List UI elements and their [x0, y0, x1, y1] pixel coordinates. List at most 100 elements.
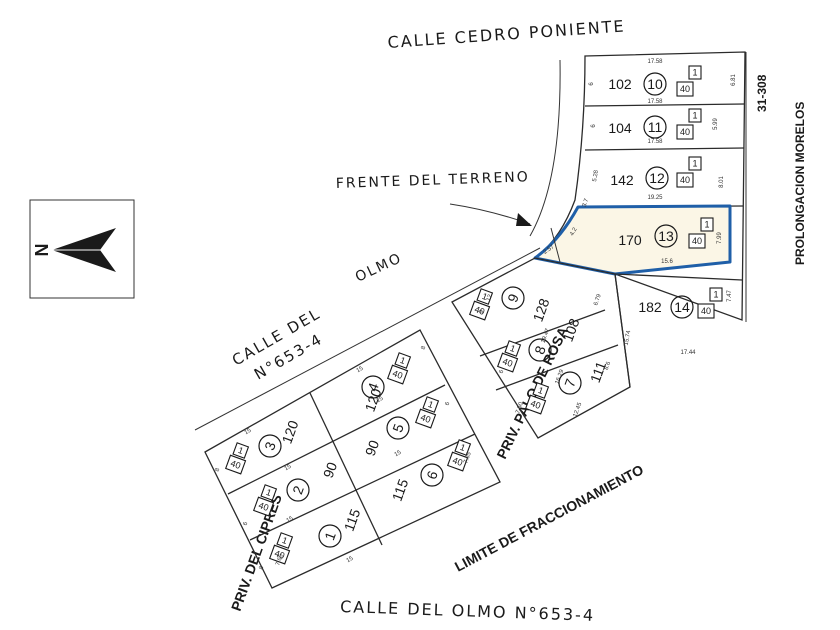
lot-boxes: 140 — [224, 442, 250, 475]
lot-box-top — [232, 442, 250, 459]
lot-area: 128 — [529, 296, 552, 324]
lot-dimension: 6 — [445, 401, 452, 407]
lot-area: 111 — [587, 359, 609, 385]
lot-box-bottom-text: 40 — [451, 455, 464, 468]
lot-box-top — [276, 532, 294, 549]
lot-dimension: 9 — [479, 309, 486, 315]
lot-box-top — [688, 156, 702, 171]
lower-block — [204, 329, 501, 589]
lot-box-bottom-text: 40 — [473, 304, 486, 317]
lot-dimension: 15.6 — [661, 259, 673, 265]
lot-box-bottom-text: 40 — [419, 412, 432, 425]
lot-number-circle — [654, 224, 678, 248]
lot-dimension: 15 — [286, 515, 295, 524]
lot-box-bottom-text: 40 — [391, 368, 404, 381]
lot-box-bottom — [414, 408, 437, 429]
lot-box-bottom — [676, 172, 694, 188]
lot-box-bottom — [688, 233, 706, 249]
lot-box-top-text: 1 — [537, 385, 545, 396]
lot-box-bottom — [676, 124, 694, 140]
lot-boxes: 140 — [524, 382, 550, 415]
lot-box-top — [688, 65, 702, 80]
lot-box-top — [394, 352, 412, 369]
lot-number: 5 — [389, 421, 407, 434]
lot-box-bottom-text: 40 — [680, 127, 690, 137]
lot-box-bottom — [496, 352, 519, 373]
lot-boxes: 140 — [676, 108, 702, 140]
lot-area: 120 — [278, 418, 301, 446]
lot-area: 90 — [320, 460, 340, 480]
lot-boxes: 140 — [414, 396, 440, 429]
lot-box-bottom-text: 40 — [229, 458, 242, 471]
lot-dimension: 16.29 — [555, 368, 566, 385]
frente-annotation: FRENTE DEL TERRENO — [336, 169, 530, 192]
lot-dimension: 12.45 — [573, 401, 584, 418]
lot-13-highlight — [533, 204, 732, 276]
lot-box-top-text: 1 — [237, 445, 245, 456]
lot-number-circle — [643, 115, 667, 139]
lot-boxes: 140 — [697, 287, 723, 319]
lot-number: 12 — [649, 170, 665, 186]
lot-number: 14 — [674, 299, 690, 315]
lot-number-circle — [645, 166, 669, 190]
lot-boxes: 140 — [496, 340, 522, 373]
lot-box-top-text: 1 — [692, 159, 697, 169]
lot-number: 10 — [647, 76, 663, 92]
lot-box-top — [422, 396, 440, 413]
lot-number-circle — [386, 416, 410, 440]
lot-box-bottom — [268, 544, 291, 565]
lot-number-circle — [528, 338, 552, 362]
lot-box-bottom-text: 40 — [257, 500, 270, 513]
lot-area: 115 — [389, 477, 412, 504]
lot-number-circle — [318, 524, 342, 548]
lot-boxes: 140 — [386, 352, 412, 385]
lot-area: 108 — [559, 316, 582, 344]
lot-number-circle — [258, 434, 282, 458]
lot-dimension: 5.28 — [592, 169, 600, 182]
lot-number-circle — [558, 371, 582, 395]
lot-dimension: 3.7 — [582, 197, 591, 208]
lot-dimension: 7.65 — [275, 553, 285, 567]
lot-box-top-text: 1 — [459, 442, 467, 453]
lot-box-top — [260, 484, 278, 501]
lot-dimension: 15 — [284, 463, 293, 472]
street-label-olmo: OLMO — [353, 250, 405, 286]
lot-box-top — [709, 287, 723, 302]
lot-number: 2 — [289, 483, 307, 496]
lot-dimension: 8 — [421, 345, 428, 351]
north-arrow: N — [29, 199, 135, 299]
street-label-palo-de-rosa: PRIV. PALO DE ROSA — [493, 324, 571, 461]
lot-box-bottom — [468, 300, 491, 321]
lot-box-top-text: 1 — [427, 399, 435, 410]
lot-area: 142 — [610, 172, 634, 188]
lot-number: 3 — [261, 439, 279, 452]
lot-box-bottom-text: 40 — [701, 306, 711, 316]
lot-number-circle — [643, 72, 667, 96]
lot-area: 182 — [638, 299, 662, 315]
lot-box-bottom — [697, 303, 715, 319]
lot-number-circle — [361, 375, 385, 399]
lot-dimension: 12 — [486, 293, 494, 302]
lot-box-top-text: 1 — [265, 487, 273, 498]
lot-box-top-text: 1 — [704, 220, 709, 230]
lot-dimension: 5.99 — [713, 118, 719, 130]
lot-dimension: 6.81 — [731, 74, 737, 86]
lot-dimension: 15 — [346, 555, 355, 564]
lot-number: 1 — [321, 529, 339, 542]
lot-area: 170 — [618, 232, 642, 248]
lot-dimension: 7.50 — [515, 401, 525, 415]
street-label-bottom: CALLE DEL OLMO N°653-4 — [340, 597, 596, 625]
lot-box-top-text: 1 — [713, 290, 718, 300]
lot-area: 115 — [341, 507, 364, 534]
lot-dimension: 15 — [394, 449, 403, 458]
lot-boxes: 140 — [468, 288, 494, 321]
lot-box-top — [700, 217, 714, 232]
